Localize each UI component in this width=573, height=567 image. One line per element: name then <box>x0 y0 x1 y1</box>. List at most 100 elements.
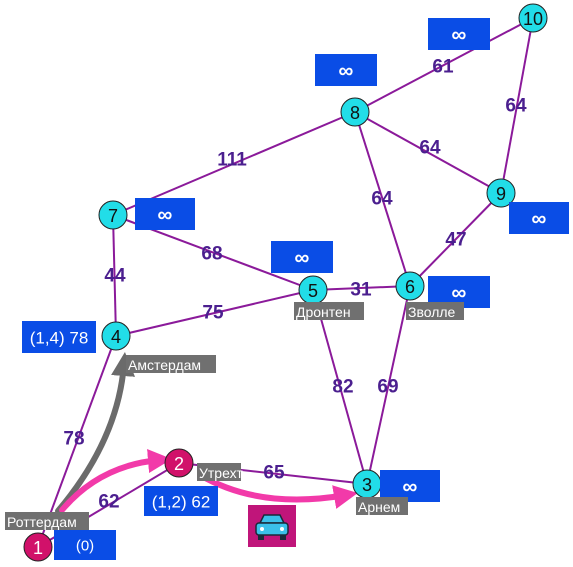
node-8[interactable]: 8 <box>340 97 370 127</box>
node-1[interactable]: 1 <box>23 532 53 562</box>
node-circle-1 <box>23 532 53 562</box>
edge-weight-8-6: 64 <box>371 189 393 210</box>
edge-weight-1-4: 78 <box>63 429 84 450</box>
distance-box-3 <box>380 470 440 502</box>
city-label-node-5: Дронтен <box>294 302 364 320</box>
edge-weight-4-5: 75 <box>202 303 224 324</box>
node-6[interactable]: 6 <box>395 271 425 301</box>
route-arrows-layer <box>55 352 358 514</box>
node-circle-4 <box>101 321 131 351</box>
city-box-2 <box>197 463 241 481</box>
route-arrow-1-4 <box>55 352 136 514</box>
distance-label-node-8: ∞ <box>315 54 377 86</box>
city-box-5 <box>294 302 364 320</box>
distance-text-8: ∞ <box>339 60 354 83</box>
node-circle-8 <box>340 97 370 127</box>
city-text-5: Дронтен <box>296 304 351 320</box>
distance-label-node-3: ∞ <box>380 470 440 502</box>
distance-text-4: (1,4) 78 <box>30 329 89 348</box>
distance-text-2: (1,2) 62 <box>152 493 211 512</box>
distance-text-6: ∞ <box>452 282 467 305</box>
node-label-4: 4 <box>111 327 121 347</box>
edge-8-6 <box>354 111 411 287</box>
edge-7-8 <box>112 111 356 216</box>
distance-label-node-10: ∞ <box>428 18 490 50</box>
car-icon <box>248 505 296 547</box>
node-circle-7 <box>98 200 128 230</box>
edge-weight-7-5: 68 <box>201 244 222 265</box>
route-arrow-1-2 <box>59 449 172 513</box>
node-label-6: 6 <box>405 277 415 297</box>
edge-weight-1-2: 62 <box>98 492 119 513</box>
city-label-node-6: Зволле <box>406 302 464 320</box>
node-9[interactable]: 9 <box>486 178 516 208</box>
distance-label-node-1: (0) <box>54 530 116 560</box>
edge-6-3 <box>366 285 411 485</box>
node-label-9: 9 <box>496 184 506 204</box>
edge-weight-9-6: 47 <box>445 230 466 251</box>
distance-box-2 <box>144 486 218 516</box>
city-text-1: Роттердам <box>7 514 77 530</box>
city-label-node-3: Арнем <box>356 497 408 515</box>
node-label-8: 8 <box>350 103 360 123</box>
city-text-4: Амстердам <box>128 357 201 373</box>
edge-weight-8-10: 61 <box>432 57 454 78</box>
node-3[interactable]: 3 <box>352 469 382 499</box>
edge-1-4 <box>37 335 117 548</box>
node-label-7: 7 <box>108 206 118 226</box>
edge-weight-5-6: 31 <box>350 280 372 301</box>
edge-weight-5-3: 82 <box>332 377 353 398</box>
car-icon-wheel-right <box>280 535 286 540</box>
distance-label-node-7: ∞ <box>135 198 195 230</box>
node-10[interactable]: 10 <box>518 3 548 33</box>
node-7[interactable]: 7 <box>98 200 128 230</box>
node-circle-10 <box>518 3 548 33</box>
distance-text-5: ∞ <box>295 247 310 270</box>
edge-10-9 <box>500 17 534 194</box>
car-icon-roof <box>258 514 286 524</box>
node-label-3: 3 <box>362 475 372 495</box>
node-2[interactable]: 2 <box>164 448 194 478</box>
city-box-1 <box>5 512 89 530</box>
edge-weight-10-9: 64 <box>505 96 527 117</box>
node-label-5: 5 <box>308 281 318 301</box>
node-label-10: 10 <box>523 9 543 29</box>
distance-box-1 <box>54 530 116 560</box>
edge-4-7 <box>112 214 117 337</box>
route-arrow-2-3 <box>197 472 358 509</box>
edge-weight-2-3: 65 <box>263 463 285 484</box>
node-4[interactable]: 4 <box>101 321 131 351</box>
distance-box-8 <box>315 54 377 86</box>
city-label-node-2: Утрехт <box>197 463 243 481</box>
node-label-1: 1 <box>33 538 43 558</box>
car-icon-headlight-right <box>280 527 284 531</box>
distance-box-9 <box>509 202 569 234</box>
distance-text-9: ∞ <box>532 208 547 231</box>
edge-8-9 <box>354 111 502 194</box>
distance-box-10 <box>428 18 490 50</box>
car-icon-wheel-left <box>258 535 264 540</box>
edge-weight-7-8: 111 <box>217 150 247 171</box>
distance-labels-layer: (0) (1,2) 62 ∞ (1,4) 78 ∞ ∞ ∞ ∞ ∞ ∞ <box>22 18 569 560</box>
city-text-3: Арнем <box>358 499 400 515</box>
edge-8-10 <box>354 17 534 113</box>
city-label-node-4: Амстердам <box>126 355 216 373</box>
distance-text-3: ∞ <box>403 476 418 499</box>
edge-weight-4-7: 44 <box>104 266 126 287</box>
distance-box-7 <box>135 198 195 230</box>
node-label-2: 2 <box>174 454 184 474</box>
city-box-3 <box>356 497 408 515</box>
edge-5-3 <box>312 289 368 485</box>
city-text-2: Утрехт <box>199 465 243 481</box>
distance-text-7: ∞ <box>158 204 173 227</box>
distance-text-1: (0) <box>76 538 94 555</box>
city-box-6 <box>406 302 464 320</box>
node-circle-9 <box>486 178 516 208</box>
node-5[interactable]: 5 <box>298 275 328 305</box>
edge-9-6 <box>409 192 502 287</box>
distance-box-4 <box>22 321 96 353</box>
edge-4-5 <box>115 289 314 337</box>
